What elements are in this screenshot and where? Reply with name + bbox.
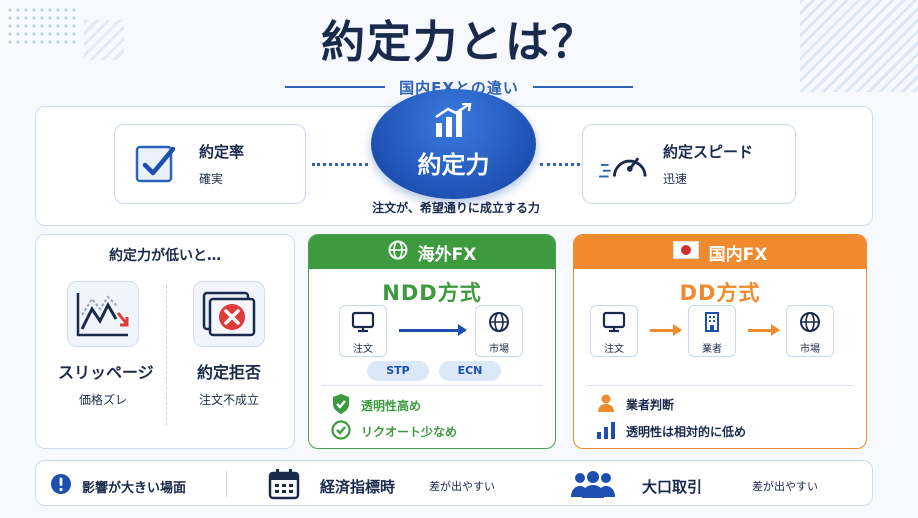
- domestic-fx-card: 国内FX DD方式 注文 業者 市場 業者判断 透明性は相対的に低め: [573, 234, 867, 449]
- group-icon: [568, 469, 618, 503]
- risk-title: 約定拒否: [196, 363, 261, 382]
- node-label: 注文: [604, 344, 624, 355]
- node-market: 市場: [786, 305, 834, 357]
- feature-speed: 約定スピード 迅速: [582, 124, 796, 204]
- risk-slippage: スリッページ 価格ズレ: [58, 281, 154, 408]
- node-order: 注文: [339, 305, 387, 357]
- scene-note: 差が出やすい: [429, 480, 496, 493]
- scene-title: 大口取引: [642, 477, 703, 496]
- shield-check-icon: [331, 393, 351, 418]
- domestic-header: 国内FX: [574, 235, 866, 269]
- domestic-bullet: 透明性は相対的に低め: [596, 420, 746, 443]
- domestic-bullet: 業者判断: [596, 393, 674, 416]
- calendar-icon: [268, 468, 300, 504]
- building-icon: [700, 312, 724, 337]
- low-heading: 約定力が低いと…: [109, 248, 221, 264]
- monitor-icon: [602, 311, 626, 337]
- impact-label: 影響が大きい場面: [50, 473, 186, 499]
- globe-icon: [798, 312, 822, 337]
- node-label: 業者: [702, 344, 722, 355]
- subtitle-line-right: [532, 86, 633, 88]
- overseas-fx-card: 海外FX NDD方式 注文 市場 STP ECN 透明性高め リクオート少なめ: [308, 234, 556, 449]
- bullet-text: 透明性は相対的に低め: [626, 425, 747, 439]
- overseas-bullet: 透明性高め: [331, 393, 421, 418]
- scene-note: 差が出やすい: [752, 480, 819, 493]
- check-circle-icon: [331, 420, 351, 443]
- overseas-header-label: 海外FX: [417, 244, 477, 265]
- exclamation-icon: [50, 473, 72, 499]
- bullet-text: 業者判断: [626, 398, 675, 412]
- scene-title: 経済指標時: [320, 477, 396, 496]
- node-order: 注文: [590, 305, 638, 357]
- monitor-icon: [351, 311, 375, 337]
- definition-panel: 約定率 確実 約定力 注文が、希望通りに成立する力: [35, 89, 873, 226]
- stripe-decoration-right: [800, 0, 918, 92]
- japan-flag-icon: [672, 240, 699, 264]
- subtitle-line-left: [285, 86, 386, 88]
- domestic-separator: [586, 385, 854, 386]
- feature-title: 約定スピード: [663, 143, 754, 161]
- growth-chart-icon: [432, 102, 474, 143]
- risk-sub: 価格ズレ: [78, 393, 127, 407]
- speedometer-icon: [599, 139, 649, 189]
- feature-fill-rate: 約定率 確実: [114, 124, 306, 204]
- flow-arrow: [650, 324, 682, 336]
- feature-sub: 確実: [199, 172, 224, 186]
- stp-pill: STP: [367, 361, 429, 381]
- flow-arrow: [399, 324, 467, 336]
- feature-sub: 迅速: [663, 172, 688, 186]
- rejected-window-icon: [193, 281, 265, 347]
- globe-icon: [487, 312, 511, 337]
- connector-right: [540, 163, 580, 166]
- checkbox-icon: [131, 139, 181, 189]
- globe-icon: [388, 240, 408, 265]
- risk-title: スリッページ: [58, 363, 154, 382]
- stripe-decoration-left: [84, 20, 124, 60]
- dd-method: DD方式: [679, 281, 761, 305]
- impact-divider: [226, 471, 227, 497]
- bullet-text: 透明性高め: [361, 399, 422, 413]
- person-icon: [596, 393, 616, 416]
- risk-sub: 注文不成立: [198, 393, 259, 407]
- risk-divider: [166, 285, 167, 425]
- node-market: 市場: [475, 305, 523, 357]
- hub-caption: 注文が、希望通りに成立する力: [372, 201, 540, 215]
- low-execution-panel: 約定力が低いと… スリッページ 価格ズレ 約定拒否 注文不成立: [35, 234, 295, 449]
- node-dealer: 業者: [688, 305, 736, 357]
- overseas-bullet: リクオート少なめ: [331, 420, 457, 443]
- execution-power-hub: 約定力: [371, 89, 536, 199]
- dot-pattern: [6, 6, 76, 44]
- connector-left: [312, 163, 368, 166]
- feature-title: 約定率: [199, 143, 245, 161]
- impact-bar: 影響が大きい場面 経済指標時 差が出やすい 大口取引 差が出やすい: [35, 460, 873, 506]
- node-label: 市場: [800, 344, 820, 355]
- risk-rejection: 約定拒否 注文不成立: [184, 281, 274, 408]
- scene-large-trades: 大口取引 差が出やすい: [568, 469, 818, 503]
- ndd-method: NDD方式: [382, 281, 482, 305]
- node-label: 注文: [353, 344, 373, 355]
- hub-title: 約定力: [417, 151, 490, 179]
- node-label: 市場: [489, 344, 509, 355]
- domestic-header-label: 国内FX: [708, 244, 768, 265]
- declining-chart-icon: [67, 281, 139, 347]
- flow-arrow: [748, 324, 780, 336]
- ecn-pill: ECN: [439, 361, 501, 381]
- page-title: 約定力とは？: [321, 17, 597, 68]
- bar-chart-icon: [596, 420, 616, 443]
- bullet-text: リクオート少なめ: [361, 425, 458, 439]
- overseas-separator: [321, 385, 543, 386]
- impact-label-text: 影響が大きい場面: [82, 480, 187, 496]
- scene-economic-indicators: 経済指標時 差が出やすい: [268, 468, 495, 504]
- overseas-header: 海外FX: [309, 235, 555, 269]
